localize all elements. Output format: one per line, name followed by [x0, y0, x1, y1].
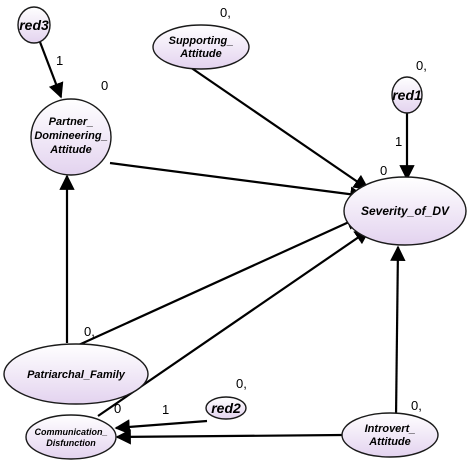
introvert-label-line1: Introvert_ — [365, 423, 416, 435]
node-severity-of-dv[interactable]: Severity_of_DV — [343, 176, 467, 246]
patriarchal-variance-annotation: 0, — [84, 324, 95, 339]
edge-partner-to-severity — [109, 161, 366, 202]
node-partner-domineering-attitude[interactable]: Partner_ Domineering_ Attitude — [30, 98, 112, 176]
introvert-label-line2: Attitude — [368, 436, 411, 448]
partner-domineering-attitude-ellipse — [30, 98, 112, 176]
node-red1[interactable]: red1 — [391, 76, 423, 114]
node-supporting-attitude[interactable]: Supporting_ Attitude — [152, 24, 250, 70]
edge-introvert-to-communication — [115, 429, 344, 445]
edge-introvert-to-severity — [390, 245, 406, 419]
red1-ellipse — [391, 76, 423, 114]
edge-supporting-to-severity — [189, 66, 370, 190]
supporting-attitude-label-line1: Supporting_ — [169, 35, 234, 47]
edge-label-red2-communication: 1 — [162, 402, 169, 417]
severity-of-dv-ellipse — [343, 176, 467, 246]
node-introvert-attitude[interactable]: Introvert_ Attitude — [341, 412, 439, 458]
partner-label-line2: Domineering_ — [34, 130, 107, 142]
patriarchal-family-label: Patriarchal_Family — [27, 369, 126, 381]
red3-label: red3 — [19, 17, 49, 33]
supporting-variance-annotation: 0, — [220, 5, 231, 20]
node-red3[interactable]: red3 — [17, 6, 51, 44]
red1-label: red1 — [392, 87, 422, 103]
introvert-attitude-ellipse — [341, 412, 439, 458]
communication-intercept-annotation: 0 — [114, 401, 121, 416]
severity-intercept-annotation: 0 — [380, 163, 387, 178]
edge-label-red1-severity: 1 — [395, 134, 402, 149]
edge-red3-to-partner — [38, 41, 64, 99]
red3-ellipse — [17, 6, 51, 44]
supporting-attitude-label-line2: Attitude — [179, 48, 222, 60]
partner-label-line1: Partner_ — [49, 116, 94, 128]
node-communication-disfunction[interactable]: Communication_ Disfunction — [25, 414, 117, 460]
severity-of-dv-label: Severity_of_DV — [361, 204, 450, 218]
patriarchal-family-ellipse — [3, 343, 149, 405]
red2-variance-annotation: 0, — [236, 376, 247, 391]
edge-label-red3-partner: 1 — [56, 53, 63, 68]
partner-label-line3: Attitude — [49, 144, 92, 156]
communication-label-line2: Disfunction — [46, 438, 96, 448]
introvert-variance-annotation: 0, — [411, 398, 422, 413]
partner-intercept-annotation: 0 — [101, 78, 108, 93]
red2-label: red2 — [211, 400, 241, 416]
red2-ellipse — [205, 396, 247, 420]
communication-disfunction-ellipse — [25, 414, 117, 460]
node-red2[interactable]: red2 — [205, 396, 247, 420]
communication-label-line1: Communication_ — [34, 427, 107, 437]
edge-patriarchal-to-severity — [71, 215, 362, 350]
node-patriarchal-family[interactable]: Patriarchal_Family — [3, 343, 149, 405]
edge-red2-to-communication — [114, 419, 208, 435]
supporting-attitude-ellipse — [152, 24, 250, 70]
red1-variance-annotation: 0, — [416, 58, 427, 73]
